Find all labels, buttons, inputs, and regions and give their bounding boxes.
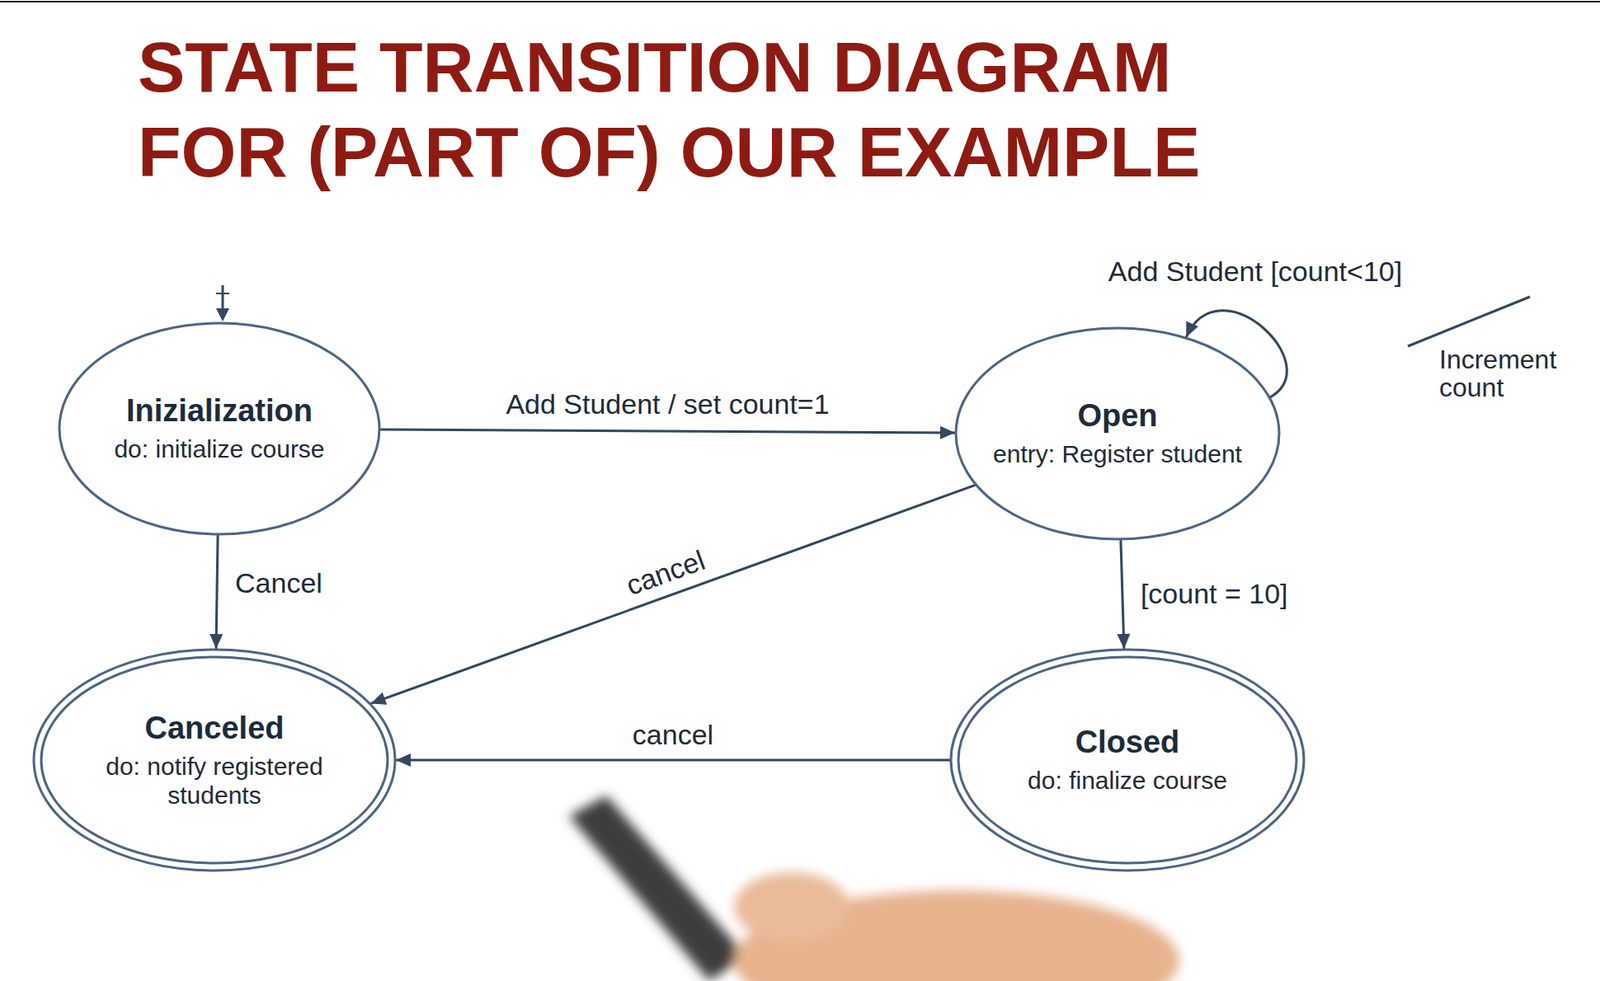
initial-arrowhead — [216, 308, 230, 322]
state-name: Open — [992, 398, 1243, 434]
note-label: Increment count — [1439, 346, 1572, 402]
pen — [569, 795, 747, 981]
transition-line — [216, 535, 218, 650]
arrowhead — [209, 634, 223, 650]
transition-label: [count = 10] — [1137, 578, 1292, 611]
state-content: Inizialization do: initialize course — [113, 393, 325, 465]
initial-tick — [216, 292, 230, 295]
finger — [734, 872, 850, 942]
state-activity: entry: Register student — [992, 440, 1243, 470]
state-node: Open entry: Register student — [954, 326, 1281, 542]
transition-label: Add Student / set count=1 — [502, 388, 833, 421]
state-activity: do: notify registered students — [90, 752, 339, 810]
transition-label: cancel — [618, 542, 712, 603]
arrowhead — [371, 692, 388, 706]
ellipse-border — [59, 323, 380, 535]
transition-arrow — [209, 535, 223, 650]
top-rule — [0, 0, 1600, 3]
ellipse-border — [950, 649, 1304, 871]
state-outline — [949, 648, 1306, 873]
state-name: Inizialization — [113, 393, 325, 429]
arrowhead — [395, 753, 411, 768]
state-content: Open entry: Register student — [992, 398, 1243, 470]
final-state-ring — [958, 657, 1297, 864]
state-name: Closed — [1027, 724, 1228, 761]
state-outline — [954, 326, 1281, 542]
transition-arrow — [395, 753, 951, 768]
transition-arrow — [380, 426, 956, 440]
state-node: Canceled do: notify registered students — [32, 648, 397, 873]
final-state-ring — [41, 657, 388, 864]
ellipse-border — [33, 649, 396, 871]
arrowhead — [1116, 634, 1130, 650]
state-content: Closed do: finalize course — [1027, 724, 1228, 796]
slash-separator — [1407, 296, 1530, 347]
transition-line — [395, 759, 951, 763]
ellipse-border — [955, 328, 1280, 540]
initial-arrow — [221, 285, 225, 311]
state-activity: do: finalize course — [1027, 767, 1228, 796]
transition-line — [380, 429, 956, 433]
transition-label: Cancel — [231, 567, 326, 600]
state-name: Canceled — [90, 710, 339, 747]
transition-line — [1120, 540, 1125, 650]
state-node: Inizialization do: initialize course — [57, 321, 382, 537]
transition-line — [371, 484, 976, 704]
state-content: Canceled do: notify registered students — [90, 710, 339, 810]
transition-label: Add Student [count<10] — [1105, 255, 1406, 288]
transition-arrow — [1116, 540, 1130, 650]
arrowhead — [1185, 320, 1199, 338]
transition-label: cancel — [629, 719, 717, 752]
transition-arrow — [371, 484, 976, 705]
diagram-title: STATE TRANSITION DIAGRAM FOR (PART OF) O… — [137, 24, 1243, 195]
state-outline — [57, 321, 382, 537]
state-activity: do: initialize course — [113, 435, 325, 465]
state-node: Closed do: finalize course — [949, 648, 1306, 873]
arrowhead — [940, 426, 956, 440]
